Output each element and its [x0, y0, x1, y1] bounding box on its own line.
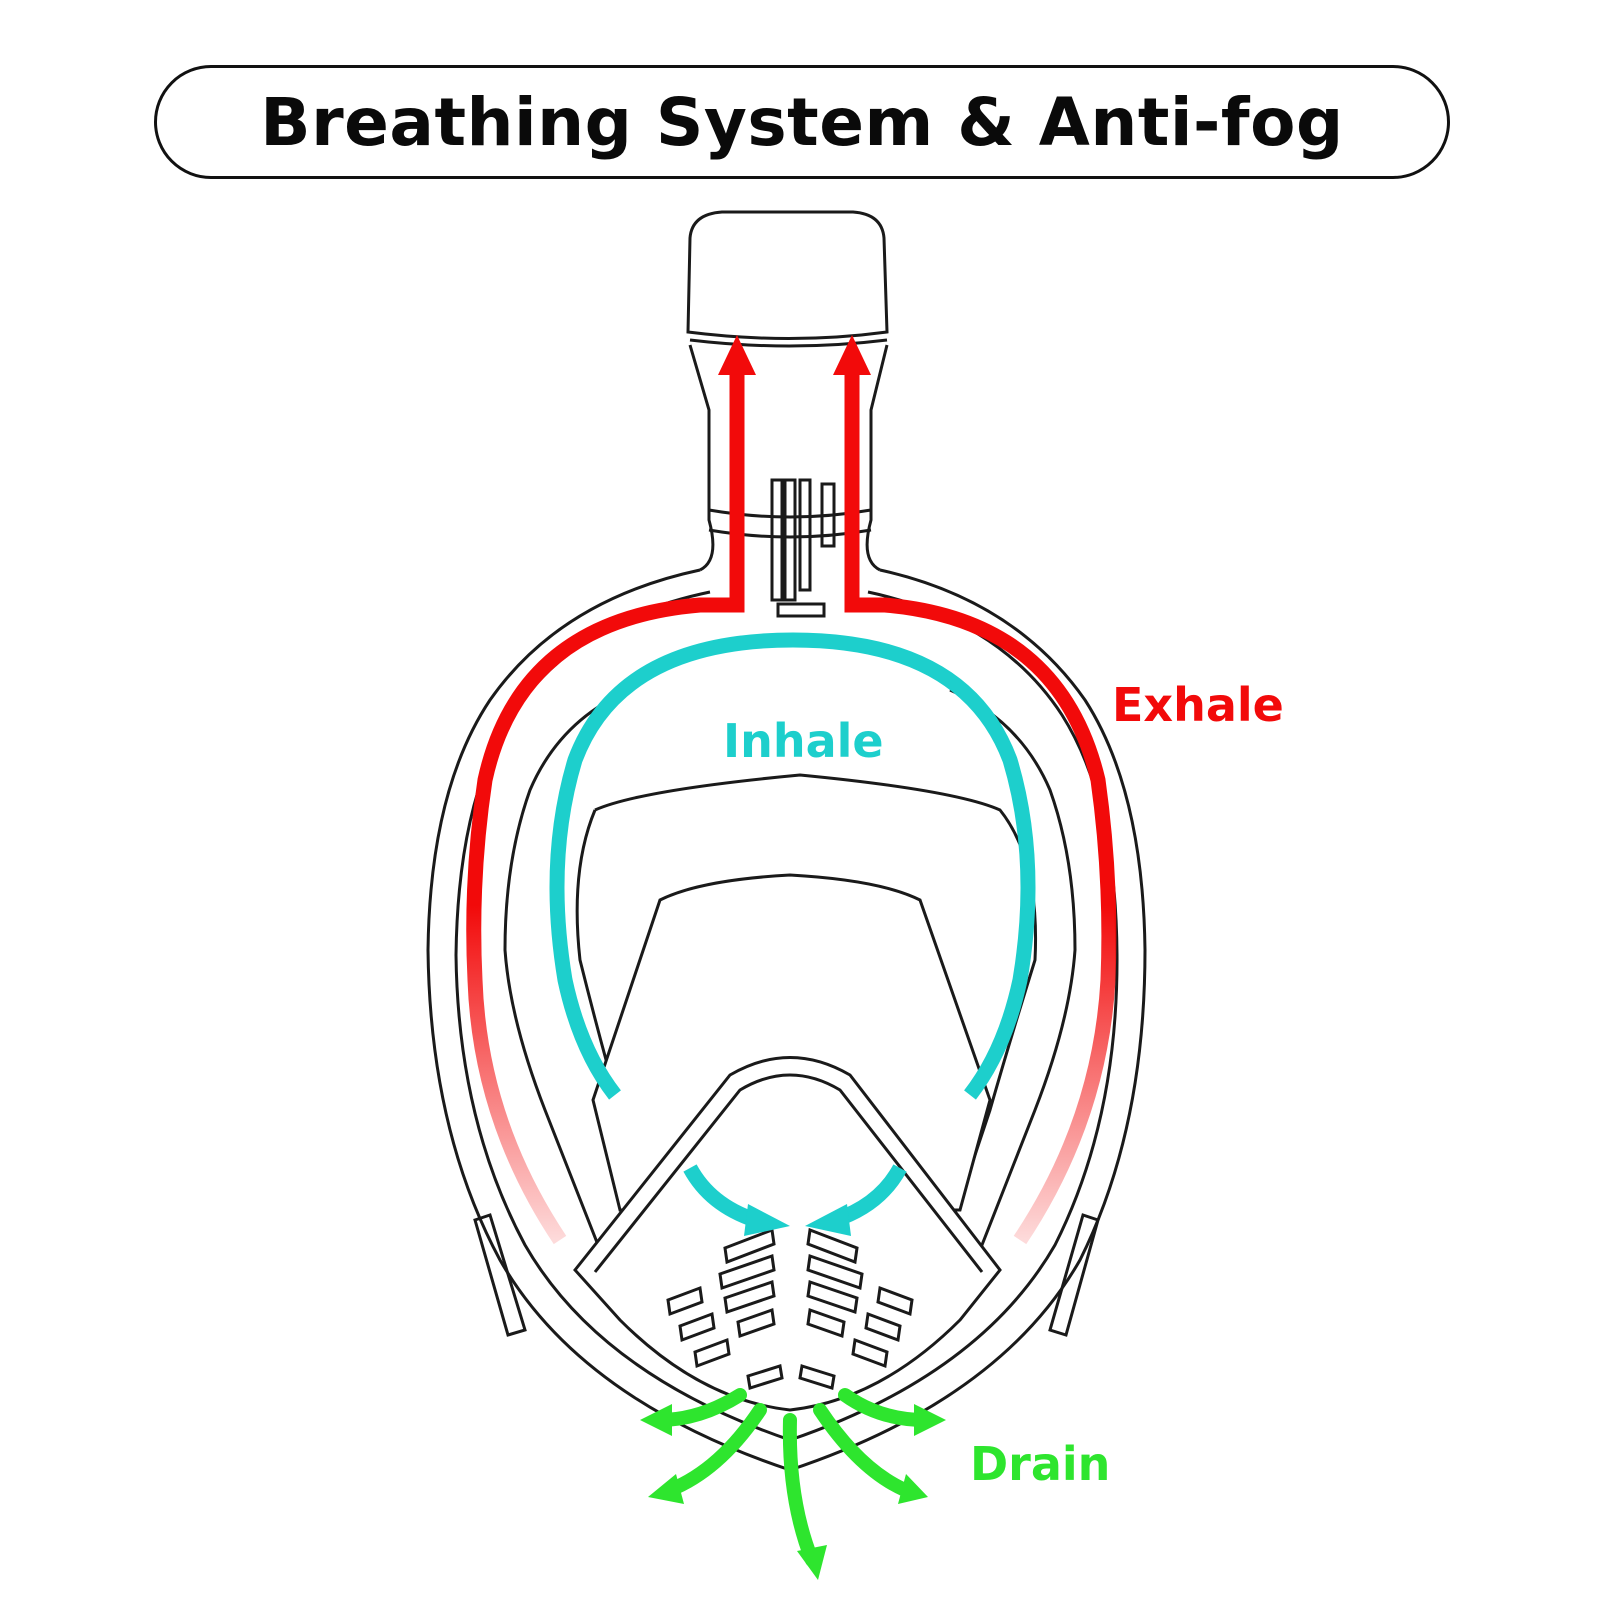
full-face-mask-icon [426, 568, 1147, 1472]
inhale-label: Inhale [723, 714, 884, 768]
exhale-air-flow-arrow-icon [466, 335, 1117, 1245]
inhale-air-flow-arrow-icon [549, 345, 1036, 1236]
exhale-label: Exhale [1112, 678, 1284, 732]
mouth-vent-grille [666, 1227, 914, 1390]
drain-arrowheads [640, 1404, 946, 1580]
title-banner: Breathing System & Anti-fog [154, 65, 1450, 179]
diagram-title: Breathing System & Anti-fog [260, 83, 1344, 161]
drain-label: Drain [970, 1437, 1111, 1491]
drain-arrow-icon [653, 1388, 932, 1567]
